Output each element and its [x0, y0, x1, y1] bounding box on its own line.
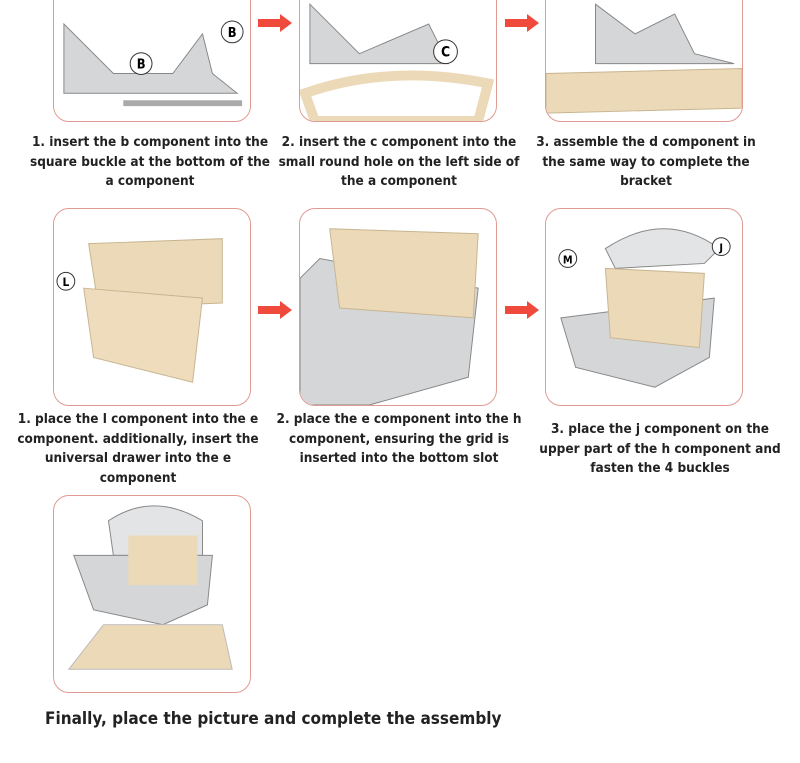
step2-illustration: C — [299, 0, 497, 122]
step5-caption: 2. place the e component into the h comp… — [276, 411, 522, 466]
step1-caption: 1. insert the b component into the squar… — [29, 134, 271, 189]
final-illustration — [53, 495, 251, 693]
label-c: C — [441, 45, 450, 61]
label-b2: B — [137, 58, 146, 73]
step1-illustration: B B — [53, 0, 251, 122]
step3-caption: 3. assemble the d component in the same … — [536, 134, 756, 189]
step4-caption: 1. place the l component into the e comp… — [17, 411, 259, 486]
arrow-right-icon — [258, 301, 292, 319]
step3-illustration — [545, 0, 743, 122]
step5-illustration — [299, 208, 497, 406]
step4-illustration: L — [53, 208, 251, 406]
label-j: J — [718, 242, 723, 255]
arrow-right-icon — [505, 14, 539, 32]
label-b1: B — [228, 26, 237, 41]
label-m: M — [563, 253, 573, 266]
step2-caption: 2. insert the c component into the small… — [278, 134, 520, 189]
label-l: L — [62, 275, 69, 289]
final-caption: Finally, place the picture and complete … — [45, 709, 502, 729]
step6-illustration: M J — [545, 208, 743, 406]
arrow-right-icon — [505, 301, 539, 319]
step6-caption: 3. place the j component on the upper pa… — [539, 421, 781, 476]
arrow-right-icon — [258, 14, 292, 32]
